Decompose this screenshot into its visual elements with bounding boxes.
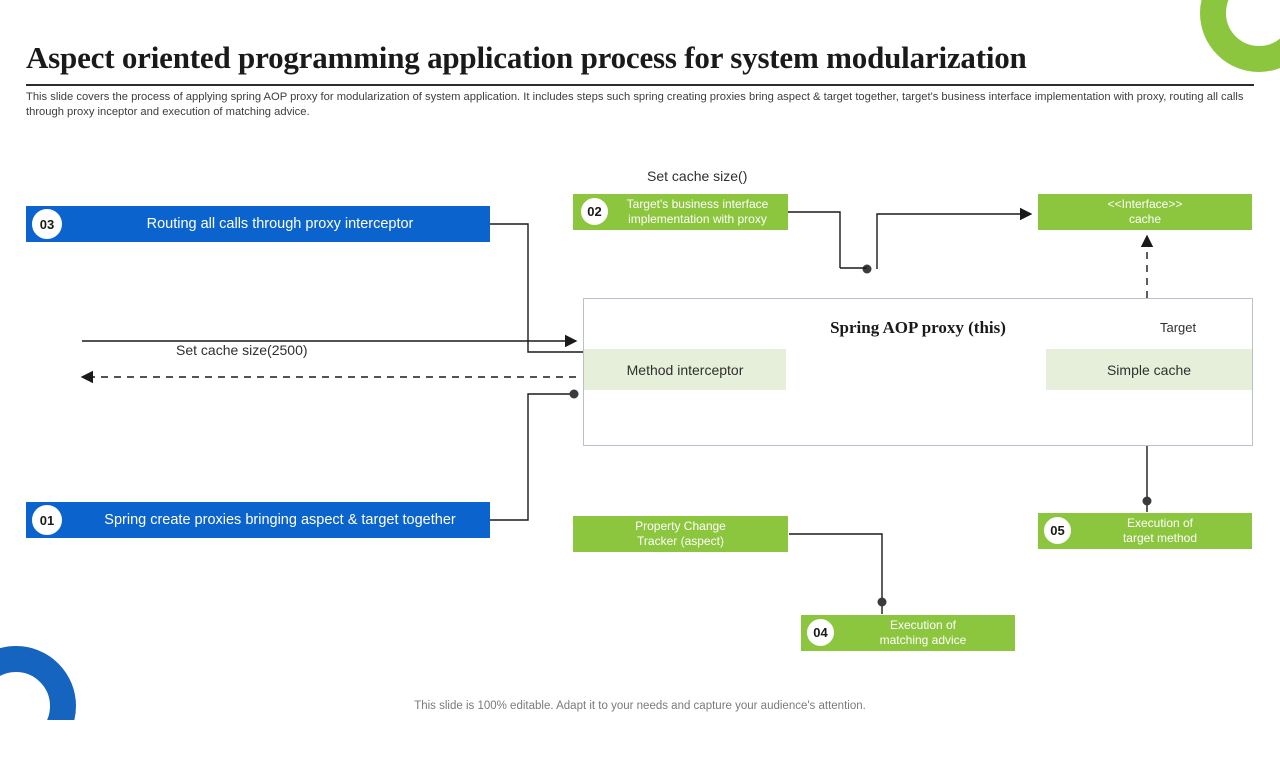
step-01-label: Spring create proxies bringing aspect & … xyxy=(104,512,456,528)
method-interceptor-box[interactable]: Method interceptor xyxy=(584,349,786,390)
step-04-label-line2: matching advice xyxy=(879,633,967,647)
title-divider xyxy=(26,84,1254,86)
step-02-label-line2: implementation with proxy xyxy=(628,212,767,226)
step-03-label: Routing all calls through proxy intercep… xyxy=(146,216,414,232)
step-02-badge: 02 xyxy=(579,196,610,227)
page-subtitle: This slide covers the process of applyin… xyxy=(26,91,1244,118)
step-03-bar[interactable]: Routing all calls through proxy intercep… xyxy=(26,206,496,248)
method-interceptor-label: Method interceptor xyxy=(626,361,744,378)
step-05-badge: 05 xyxy=(1042,515,1073,546)
caption-set-cache-size: Set cache size() xyxy=(647,168,748,184)
step-02-label-line1: Target's business interface xyxy=(626,197,769,211)
step-02-box[interactable]: Target's business interface implementati… xyxy=(573,194,794,236)
slide-root: Aspect oriented programming application … xyxy=(0,0,1280,720)
footer-note: This slide is 100% editable. Adapt it to… xyxy=(414,700,866,712)
interface-cache-box[interactable]: <<Interface>> cache xyxy=(1038,194,1258,236)
step-01-badge: 01 xyxy=(30,503,64,537)
interface-cache-line2: cache xyxy=(1128,212,1161,226)
step-04-box[interactable]: Execution of matching advice xyxy=(801,615,1021,657)
step-05-label-line2: target method xyxy=(1122,531,1198,545)
target-label: Target xyxy=(1160,320,1197,335)
page-title: Aspect oriented programming application … xyxy=(26,40,1027,75)
step-04-label-line1: Execution of xyxy=(889,618,957,632)
simple-cache-label: Simple cache xyxy=(1106,361,1192,378)
step-01-bar[interactable]: Spring create proxies bringing aspect & … xyxy=(26,502,496,544)
property-change-tracker-line2: Tracker (aspect) xyxy=(637,534,724,548)
step-05-label-line1: Execution of xyxy=(1126,516,1194,530)
property-change-tracker-line1: Property Change xyxy=(635,519,726,533)
step-05-box[interactable]: Execution of target method xyxy=(1038,513,1258,555)
simple-cache-box[interactable]: Simple cache xyxy=(1046,349,1252,390)
caption-set-cache-size-2500: Set cache size(2500) xyxy=(176,342,308,358)
interface-cache-line1: <<Interface>> xyxy=(1107,197,1183,211)
property-change-tracker-box[interactable]: Property Change Tracker (aspect) xyxy=(573,516,794,558)
step-03-badge: 03 xyxy=(30,207,64,241)
panel-title: Spring AOP proxy (this) xyxy=(830,318,1006,337)
step-04-badge: 04 xyxy=(805,617,836,648)
